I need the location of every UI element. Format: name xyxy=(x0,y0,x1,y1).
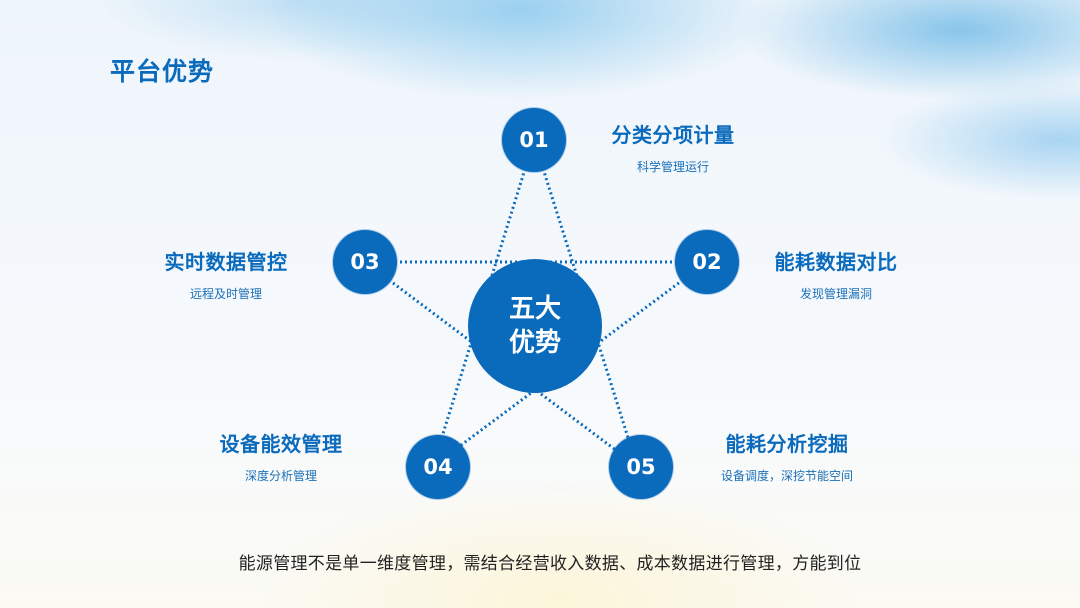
center-text-line2: 优势 xyxy=(508,328,561,358)
label-01: 分类分项计量 科学管理运行 xyxy=(573,119,773,175)
label-subtext: 发现管理漏洞 xyxy=(799,287,872,301)
center-text-line1: 五大 xyxy=(508,294,561,324)
node-01: 01 xyxy=(502,108,566,172)
node-number: 03 xyxy=(350,250,380,274)
node-04: 04 xyxy=(406,435,470,499)
center-circle: 五大 优势 xyxy=(468,259,602,393)
label-heading: 能耗分析挖掘 xyxy=(725,432,849,456)
label-subtext: 远程及时管理 xyxy=(189,287,262,301)
label-02: 能耗数据对比 发现管理漏洞 xyxy=(736,246,936,302)
node-number: 01 xyxy=(519,128,549,152)
footer-caption: 能源管理不是单一维度管理，需结合经营收入数据、成本数据进行管理，方能到位 xyxy=(238,554,862,574)
node-03: 03 xyxy=(333,230,397,294)
node-02: 02 xyxy=(675,230,739,294)
label-subtext: 科学管理运行 xyxy=(636,160,709,174)
node-05: 05 xyxy=(609,435,673,499)
label-04: 设备能效管理 深度分析管理 xyxy=(181,428,381,484)
label-heading: 实时数据管控 xyxy=(164,250,288,274)
node-number: 05 xyxy=(626,455,656,479)
label-05: 能耗分析挖掘 设备调度，深挖节能空间 xyxy=(687,428,887,484)
label-heading: 分类分项计量 xyxy=(611,123,735,147)
label-subtext: 深度分析管理 xyxy=(244,469,317,483)
label-03: 实时数据管控 远程及时管理 xyxy=(126,246,326,302)
page-title: 平台优势 xyxy=(110,57,215,86)
label-heading: 能耗数据对比 xyxy=(774,250,898,274)
label-subtext: 设备调度，深挖节能空间 xyxy=(720,469,853,483)
node-number: 04 xyxy=(423,455,453,479)
label-heading: 设备能效管理 xyxy=(219,432,343,456)
node-number: 02 xyxy=(692,250,722,274)
